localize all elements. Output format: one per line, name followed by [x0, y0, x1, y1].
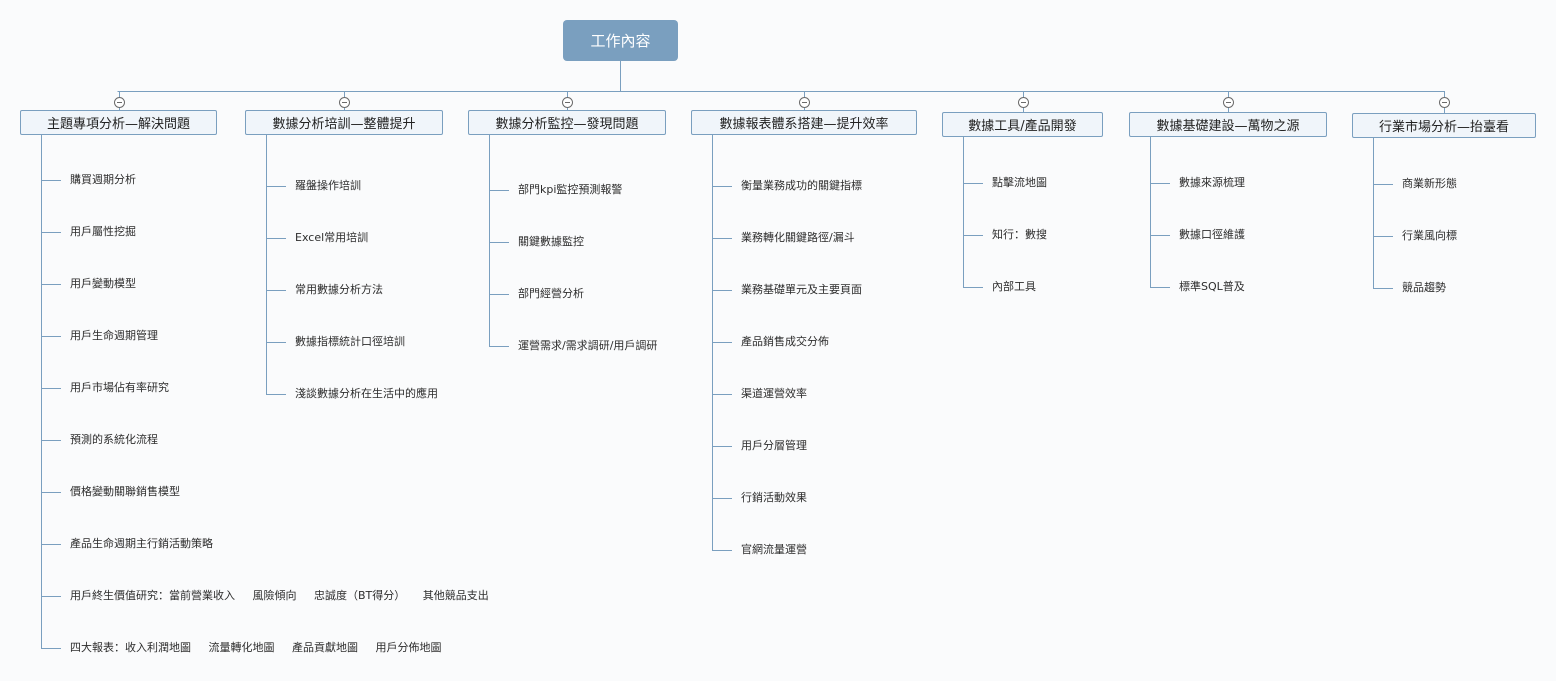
subtopic-item[interactable]: 常用數據分析方法 [295, 283, 383, 296]
subtopic-item[interactable]: 行銷活動效果 [741, 491, 807, 504]
subtopic-item[interactable]: 運營需求/需求調研/用戶調研 [518, 339, 658, 352]
subtopic-item[interactable]: 四大報表：收入利潤地圖 流量轉化地圖 產品貢獻地圖 用戶分佈地圖 [70, 641, 442, 654]
subtopic-item[interactable]: 產品銷售成交分佈 [741, 335, 829, 348]
subtopic-item[interactable]: 預測的系統化流程 [70, 433, 158, 446]
subtopic-item[interactable]: 用戶變動模型 [70, 277, 136, 290]
subtopic-item[interactable]: 用戶市場佔有率研究 [70, 381, 169, 394]
subtopic-item[interactable]: 官網流量運營 [741, 543, 807, 556]
subtopic-item[interactable]: 行業風向標 [1402, 229, 1457, 242]
branch-topic[interactable]: 數據基礎建設—萬物之源 [1129, 112, 1327, 137]
branch-topic[interactable]: 行業市場分析—抬臺看 [1352, 113, 1536, 138]
collapse-toggle-icon[interactable] [1018, 97, 1029, 108]
subtopic-item[interactable]: 衡量業務成功的關鍵指標 [741, 179, 862, 192]
subtopic-item[interactable]: 標準SQL普及 [1179, 280, 1245, 293]
subtopic-item[interactable]: 部門經營分析 [518, 287, 584, 300]
subtopic-item[interactable]: 用戶分層管理 [741, 439, 807, 452]
branch-topic[interactable]: 數據分析培訓—整體提升 [245, 110, 443, 135]
subtopic-item[interactable]: 部門kpi監控預測報警 [518, 183, 623, 196]
subtopic-item[interactable]: 淺談數據分析在生活中的應用 [295, 387, 438, 400]
branch-topic[interactable]: 數據報表體系搭建—提升效率 [691, 110, 917, 135]
subtopic-item[interactable]: 數據來源梳理 [1179, 176, 1245, 189]
subtopic-item[interactable]: 購買週期分析 [70, 173, 136, 186]
root-topic[interactable]: 工作內容 [563, 20, 678, 61]
subtopic-item[interactable]: 業務轉化關鍵路徑/漏斗 [741, 231, 855, 244]
subtopic-item[interactable]: 用戶屬性挖掘 [70, 225, 136, 238]
collapse-toggle-icon[interactable] [799, 97, 810, 108]
subtopic-item[interactable]: 產品生命週期主行銷活動策略 [70, 537, 213, 550]
subtopic-item[interactable]: 數據口徑維護 [1179, 228, 1245, 241]
collapse-toggle-icon[interactable] [562, 97, 573, 108]
branch-topic[interactable]: 數據分析監控—發現問題 [468, 110, 666, 135]
subtopic-item[interactable]: 競品趨勢 [1402, 281, 1446, 294]
subtopic-item[interactable]: 點擊流地圖 [992, 176, 1047, 189]
subtopic-item[interactable]: 商業新形態 [1402, 177, 1457, 190]
subtopic-item[interactable]: 用戶終生價值研究：當前營業收入 風險傾向 忠誠度（BT得分） 其他競品支出 [70, 589, 489, 602]
collapse-toggle-icon[interactable] [114, 97, 125, 108]
collapse-toggle-icon[interactable] [1223, 97, 1234, 108]
collapse-toggle-icon[interactable] [339, 97, 350, 108]
subtopic-item[interactable]: 關鍵數據監控 [518, 235, 584, 248]
subtopic-item[interactable]: 渠道運營效率 [741, 387, 807, 400]
subtopic-item[interactable]: 知行：數搜 [992, 228, 1047, 241]
collapse-toggle-icon[interactable] [1439, 97, 1450, 108]
subtopic-item[interactable]: 價格變動關聯銷售模型 [70, 485, 180, 498]
subtopic-item[interactable]: Excel常用培訓 [295, 231, 369, 244]
branch-topic[interactable]: 數據工具/產品開發 [942, 112, 1103, 137]
subtopic-item[interactable]: 羅盤操作培訓 [295, 179, 361, 192]
subtopic-item[interactable]: 用戶生命週期管理 [70, 329, 158, 342]
subtopic-item[interactable]: 內部工具 [992, 280, 1036, 293]
subtopic-item[interactable]: 數據指標統計口徑培訓 [295, 335, 405, 348]
subtopic-item[interactable]: 業務基礎單元及主要頁面 [741, 283, 862, 296]
branch-topic[interactable]: 主題專項分析—解決問題 [20, 110, 217, 135]
